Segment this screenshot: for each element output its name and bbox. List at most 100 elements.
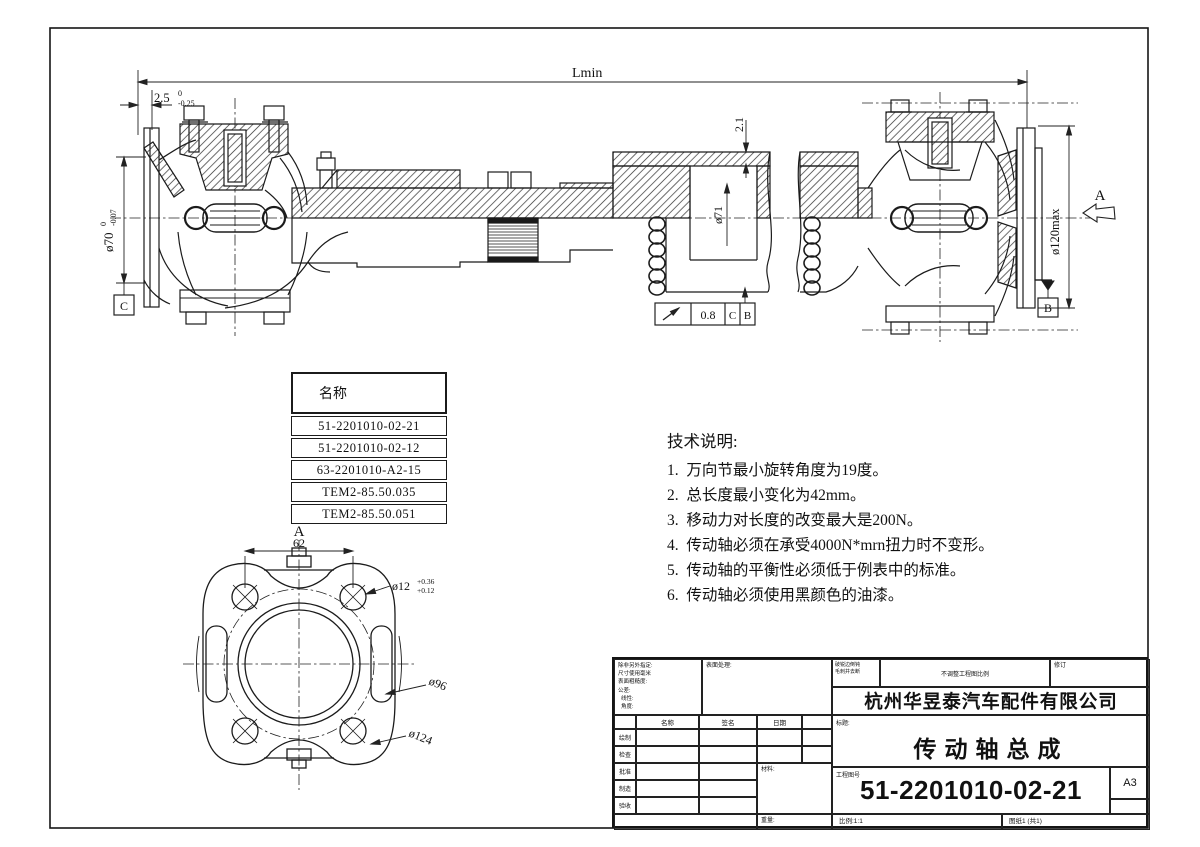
row-label-mfg: 制造 [614,780,636,797]
tech-note-item: 2. 总长度最小变化为42mm。 [667,487,866,504]
slip-joint [612,151,859,296]
parts-table-row: 51-2201010-02-21 [291,416,447,436]
flange-dia96: ø96 [427,674,449,694]
material-cell: 材料: [757,763,832,814]
row-label-qa: 验收 [614,797,636,814]
parts-table-row: 51-2201010-02-12 [291,438,447,458]
grid-cell [636,797,699,814]
tech-notes: 技术说明: 1. 万向节最小旋转角度为19度。 2. 总长度最小变化为42mm。… [667,428,1117,608]
flange-view [196,547,427,769]
parts-table-row: TEM2-85.50.051 [291,504,447,524]
no-scale-cell: 不调整工程图比例 [880,659,1050,687]
spec-line: 尺寸使用毫米 [618,671,652,678]
row-label-approved: 批准 [614,763,636,780]
header-blank-cell [614,715,636,729]
sheet-size-sub-cell [1110,799,1150,814]
grid-cell [699,746,757,763]
sheet-border [49,27,1149,829]
datum-c-label: C [120,299,128,313]
deburr-line: 破锐边倒钝 [835,662,861,668]
row-label-checked: 检查 [614,746,636,763]
tech-note-item: 1. 万向节最小旋转角度为19度。 [667,462,888,479]
grid-cell [636,763,699,780]
tech-note-item: 4. 传动轴必须在承受4000N*mrn扭力时不变形。 [667,537,994,554]
row-label-drawn: 绘制 [614,729,636,746]
parts-table: 名称 51-2201010-02-21 51-2201010-02-12 63-… [291,372,447,524]
spec-line: 表面粗糙度: [618,679,648,686]
tech-notes-title: 技术说明: [667,432,738,451]
dim-dia70-sub: -0.07 [109,209,118,226]
weight-cell: 重量: [757,814,832,830]
dim-2-5-sup: 0 [178,89,182,98]
dim-dia70-sup: 0 [99,222,108,226]
grid-cell [757,746,802,763]
grid-cell [636,746,699,763]
right-yoke [857,99,1052,335]
grid-cell [802,746,832,763]
dwg-no-cell: 工程图号 51-2201010-02-21 [832,767,1110,814]
grid-cell [614,814,757,830]
dim-2-5-label: 2.5 [154,91,170,105]
title-cell: 标题: 传动轴总成 [832,715,1150,767]
boot-right [803,216,821,296]
spec-line: 角度: [618,704,634,711]
deburr-cell: 破锐边倒钝 毛刺并去断 [832,659,880,687]
flange-view-letter: A [294,524,305,540]
deburr-line: 毛刺并去断 [835,669,861,675]
grid-cell [699,780,757,797]
spec-line: 线性: [618,695,634,702]
company-name: 杭州华昱泰汽车配件有限公司 [832,687,1150,715]
grid-cell [636,780,699,797]
flange-dia12-sub: +0.12 [417,586,435,595]
dim-dia71-label: ø71 [711,206,725,224]
left-yoke [143,105,349,325]
header-extra-cell [802,715,832,729]
grid-cell [699,729,757,746]
parts-table-header: 名称 [291,372,447,414]
dwg-no-label: 工程图号 [836,773,861,779]
dim-dia70-label: ø70 [101,233,116,253]
grid-cell [699,763,757,780]
sheet-size-cell: A3 [1110,767,1150,799]
runout-value: 0.8 [701,308,716,322]
dimensions [113,70,1116,326]
title-label: 标题: [836,721,850,727]
hole-cross-marks [232,584,366,744]
finish-cell: 表面处理: [702,659,832,715]
tech-note-item: 5. 传动轴的平衡性必须低于例表中的标准。 [667,562,966,579]
sheet-cell: 图纸1 (共1) [1002,814,1150,830]
grid-cell [757,729,802,746]
col-header-date: 日期 [757,715,802,729]
spec-cell: 除非另外指定: 尺寸使用毫米 表面粗糙度: 公差: 线性: 角度: [614,659,702,715]
drawing-labels: Lmin 2.5 0 -0.25 ø70 0 -0.07 2.1 ø71 ø12… [99,66,1106,748]
scale-cell: 比例:1:1 [832,814,1002,830]
runout-datum-2: B [744,310,751,322]
boot-left [648,216,666,296]
runout-datum-1: C [729,310,736,322]
tech-note-item: 6. 传动轴必须使用黑颜色的油漆。 [667,587,904,604]
datum-b-label: B [1044,301,1052,315]
drawing-title: 传动轴总成 [913,736,1069,762]
spec-line: 公差: [618,687,631,694]
tech-note-item: 3. 移动力对长度的改变最大是200N。 [667,512,923,529]
title-block: 除非另外指定: 尺寸使用毫米 表面粗糙度: 公差: 线性: 角度: 表面处理: … [612,657,1150,830]
col-header-signature: 签名 [699,715,757,729]
flange-dia12-sup: +0.36 [417,577,435,586]
grid-cell [802,729,832,746]
parts-table-row: 63-2201010-A2-15 [291,460,447,480]
revision-cell: 修订 [1050,659,1150,687]
flange-dia12: ø12 [392,579,410,593]
shaft-tube [291,151,614,268]
parts-table-row: TEM2-85.50.035 [291,482,447,502]
dwg-no: 51-2201010-02-21 [860,775,1082,805]
dim-lmin-label: Lmin [572,66,602,81]
grid-cell [699,797,757,814]
grid-cell [636,729,699,746]
dim-dia120-label: ø120max [1048,208,1062,255]
view-a-letter: A [1095,188,1106,204]
flange-dim-62: 62 [293,536,305,550]
spec-line: 除非另外指定: [618,663,653,669]
flange-dia124: ø124 [407,726,434,748]
